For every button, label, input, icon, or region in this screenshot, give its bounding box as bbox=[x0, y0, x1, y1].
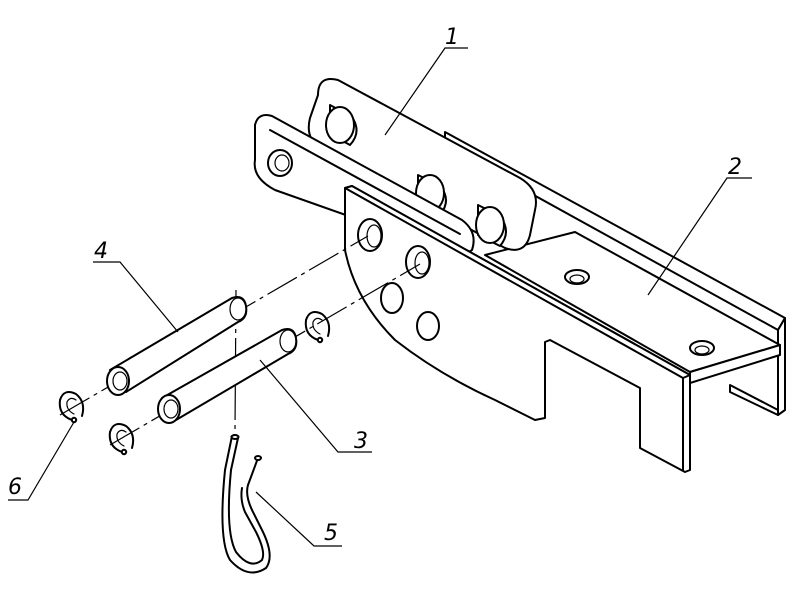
callout-3-label: 3 bbox=[354, 429, 368, 454]
retaining-ring-3 bbox=[304, 311, 331, 344]
part-6-retaining-rings bbox=[58, 311, 331, 456]
callout-6: 6 bbox=[8, 421, 75, 501]
callout-1: 1 bbox=[384, 25, 468, 136]
callout-2-label: 2 bbox=[728, 155, 742, 180]
part-5-cotter-clip bbox=[221, 434, 271, 574]
callout-1-label: 1 bbox=[445, 25, 459, 50]
callouts: 1 2 3 4 5 6 bbox=[8, 25, 752, 547]
part-2-bracket bbox=[444, 131, 786, 416]
part-2-front-plate bbox=[344, 185, 691, 473]
callout-4-label: 4 bbox=[94, 239, 108, 264]
callout-4: 4 bbox=[93, 239, 179, 333]
part-4-pin bbox=[106, 296, 248, 396]
part-1-chain bbox=[253, 78, 537, 257]
callout-2: 2 bbox=[647, 155, 752, 296]
part-3-pin bbox=[157, 328, 298, 424]
callout-6-label: 6 bbox=[8, 475, 22, 500]
callout-5-label: 5 bbox=[324, 521, 338, 546]
retaining-ring-1 bbox=[58, 391, 85, 424]
retaining-ring-2 bbox=[108, 423, 135, 456]
callout-3: 3 bbox=[259, 359, 372, 454]
callout-5: 5 bbox=[255, 491, 342, 547]
